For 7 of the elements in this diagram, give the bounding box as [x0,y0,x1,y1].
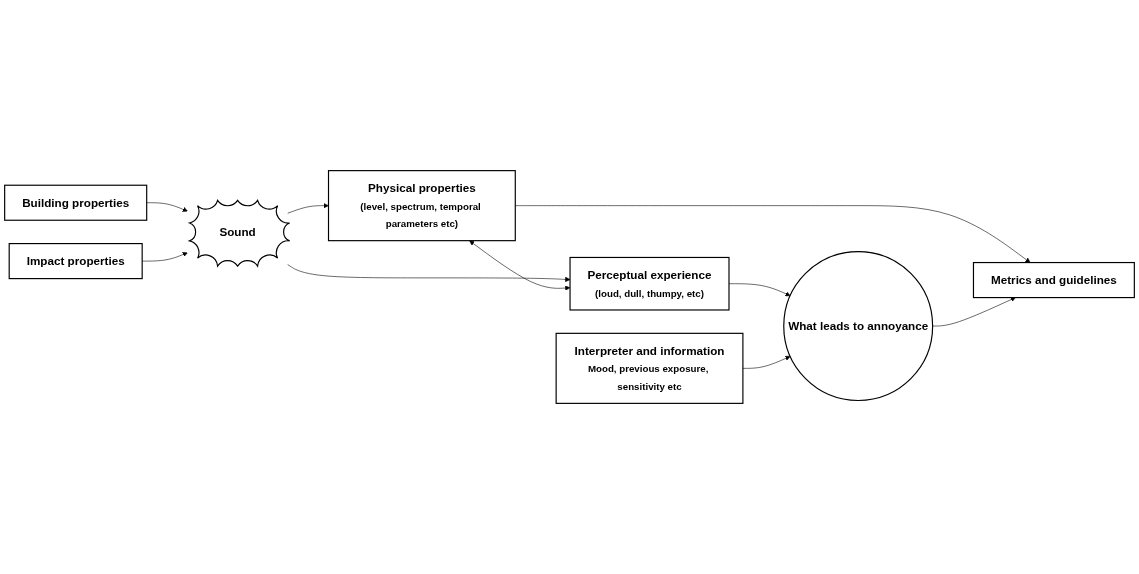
node-circle: What leads to annoyance [783,251,934,402]
node-box: Building properties [4,184,148,221]
node-box: Physical properties (level, spectrum, temporal parameters etc) [327,170,516,242]
node-box: Impact properties [8,243,143,280]
node-box: Metrics and guidelines [972,261,1135,299]
node-box: Interpreter and information Mood, previous exposure, sensitivity etc [555,332,744,404]
node-box: Perceptual experience (loud, dull, thumpy, etc) [569,256,730,311]
